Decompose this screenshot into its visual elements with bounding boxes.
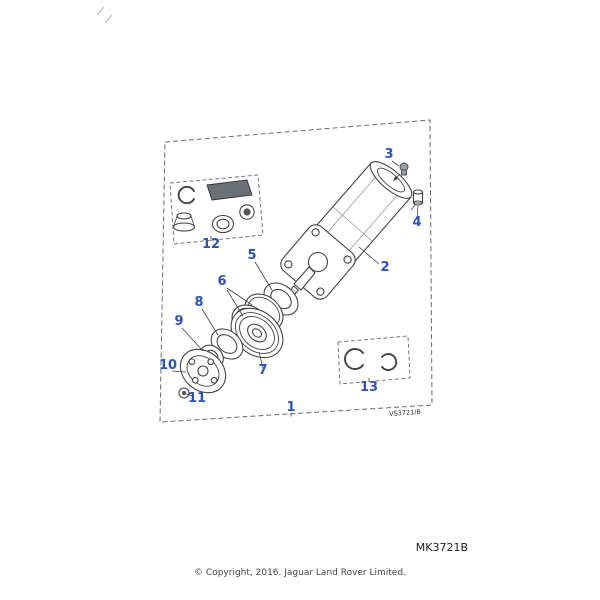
fitting-4 — [410, 189, 424, 211]
drive-flange-10 — [179, 348, 227, 394]
kit-box-12 — [169, 174, 264, 245]
plug-3 — [393, 162, 409, 181]
leader-lines — [171, 160, 419, 417]
callout-11: 11 — [188, 391, 206, 406]
exploded-view — [172, 161, 424, 399]
registration-marks — [96, 6, 113, 24]
callout-9: 9 — [174, 314, 183, 329]
callout-4: 4 — [412, 215, 421, 230]
callouts: 1 2 3 4 5 6 7 8 9 10 11 12 13 — [159, 147, 422, 415]
callout-8: 8 — [194, 295, 203, 310]
callout-10: 10 — [159, 358, 177, 373]
seal-kit-12 — [172, 179, 255, 234]
drawing-ref: VS3721/B — [389, 408, 421, 418]
callout-13: 13 — [360, 380, 378, 395]
diagram-frame — [159, 119, 433, 423]
callout-12: 12 — [202, 237, 220, 252]
mounting-flange — [280, 224, 356, 300]
kit-box-13 — [337, 335, 411, 385]
callout-1: 1 — [286, 400, 295, 415]
callout-5: 5 — [247, 248, 256, 263]
callout-7: 7 — [258, 363, 267, 378]
snap-ring-kit-13 — [344, 348, 398, 371]
callout-6: 6 — [217, 274, 226, 289]
bolt-11 — [178, 387, 190, 399]
callout-2: 2 — [380, 260, 389, 275]
callout-3: 3 — [384, 147, 393, 162]
catalog-code: MK3721B — [416, 541, 468, 554]
copyright-text: © Copyright, 2016. Jaguar Land Rover Lim… — [194, 568, 406, 578]
